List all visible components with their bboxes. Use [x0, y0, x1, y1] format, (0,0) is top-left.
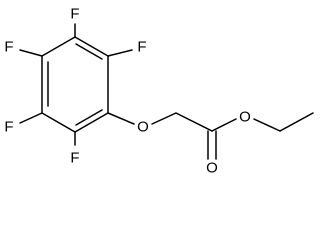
- atom-o-carbonyl: O: [206, 160, 218, 177]
- bond-ring-c1-c2: [74, 36, 109, 57]
- bond-ring-c4-c5: [41, 112, 76, 133]
- bond-o-ester-ch2: [253, 118, 281, 132]
- atom-f-bottom: F: [70, 150, 79, 167]
- bond-c5-f-lower-left: [19, 112, 43, 124]
- atom-o-aryl-ether: O: [137, 119, 149, 136]
- bond-carbonyl-c-o-ester: [211, 118, 237, 132]
- atom-f-upper-left: F: [4, 39, 13, 56]
- structure-diagram: F F F F F O O O: [4, 6, 314, 177]
- atom-f-upper-right: F: [137, 39, 146, 56]
- bond-c2-f-upper-right: [107, 49, 133, 57]
- atom-f-top: F: [70, 6, 79, 23]
- bond-ch2-carbonyl-c: [175, 112, 213, 132]
- bond-ch2-ch3: [279, 112, 314, 132]
- atom-o-ester: O: [239, 109, 251, 126]
- bond-c3-o-aryl: [107, 112, 135, 125]
- bond-ring-inner-lower-right: [75, 109, 103, 126]
- bond-ring-c3-c4: [74, 112, 109, 133]
- benzene-ring: [41, 36, 109, 133]
- bond-ring-c6-c1: [41, 36, 76, 57]
- bond-o-aryl-ch2: [151, 112, 177, 125]
- atom-f-lower-left: F: [4, 119, 13, 136]
- bond-ring-inner-top-right: [75, 43, 103, 60]
- bond-c6-f-upper-left: [19, 49, 43, 57]
